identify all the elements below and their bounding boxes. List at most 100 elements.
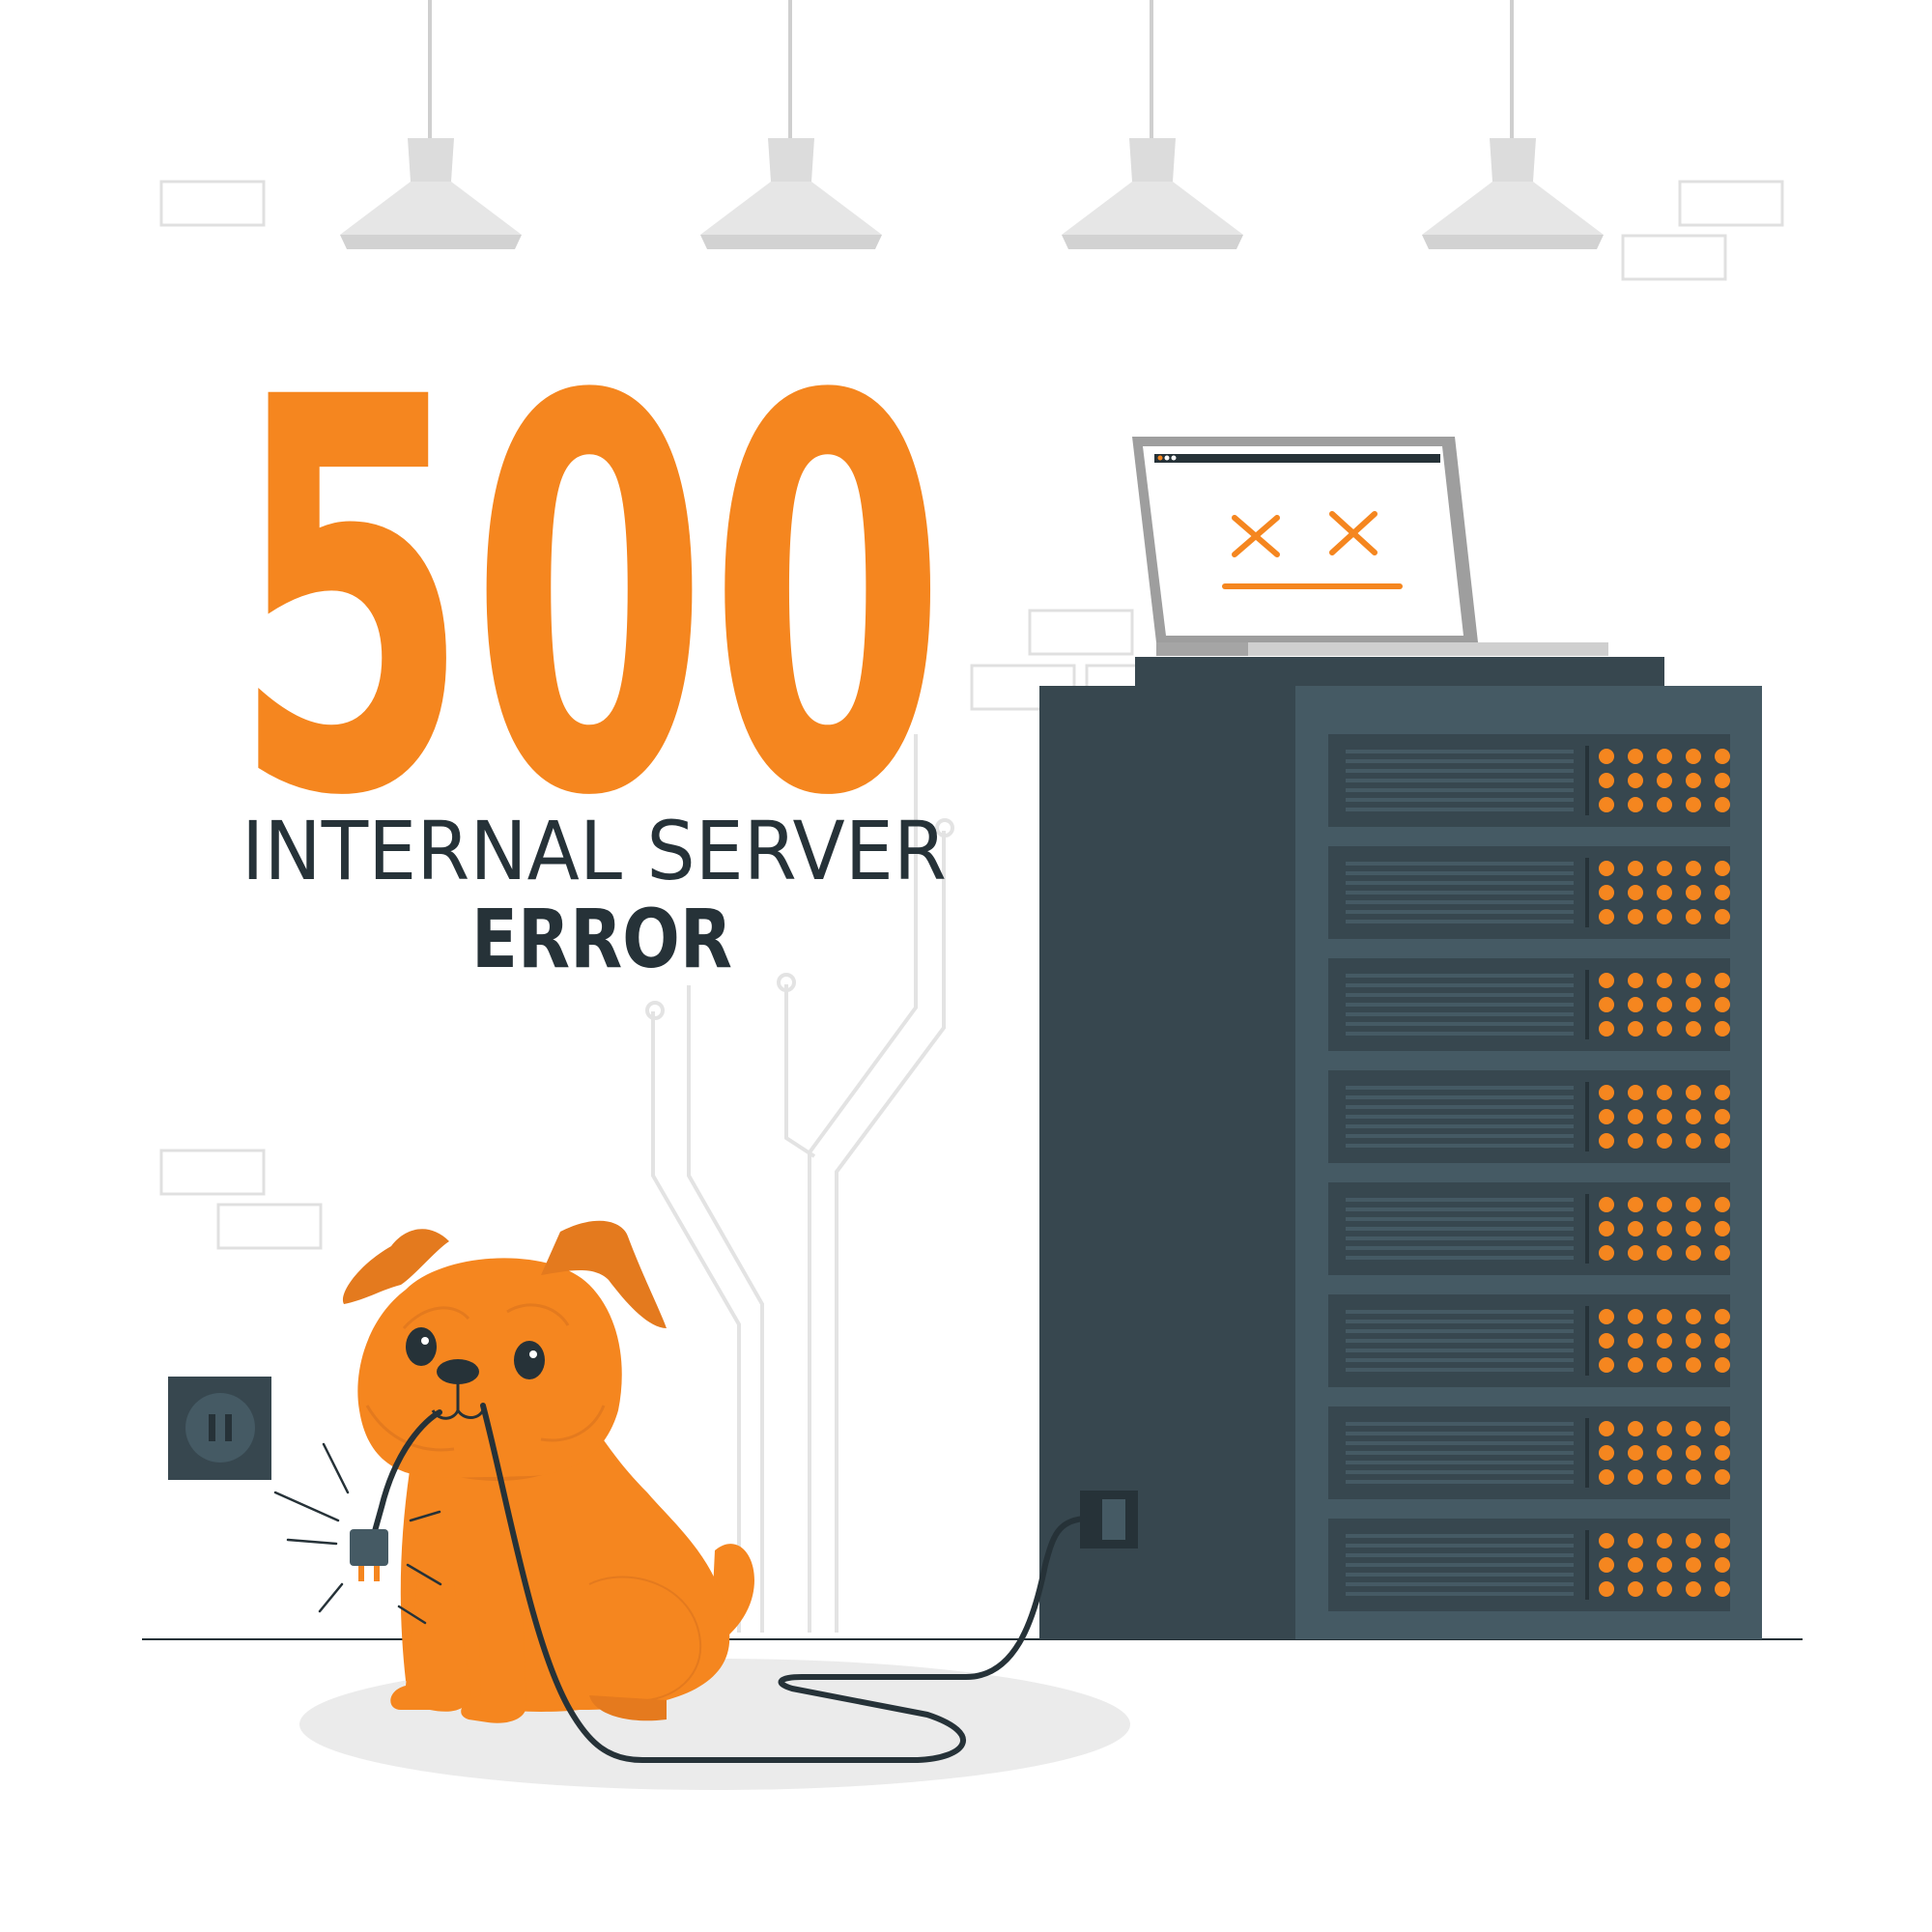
status-light xyxy=(1628,1133,1643,1149)
status-light xyxy=(1657,1581,1672,1597)
server-unit xyxy=(1328,1070,1730,1163)
status-light xyxy=(1657,749,1672,764)
status-light xyxy=(1657,1021,1672,1037)
vent-line xyxy=(1346,1461,1574,1464)
vent-line xyxy=(1346,808,1574,811)
server-unit xyxy=(1328,1294,1730,1387)
vent-line xyxy=(1346,1227,1574,1231)
status-light xyxy=(1628,861,1643,876)
status-light xyxy=(1599,1557,1614,1573)
vent-line xyxy=(1346,1144,1574,1148)
vent-line xyxy=(1346,900,1574,904)
status-light xyxy=(1715,1109,1730,1124)
status-light xyxy=(1628,1357,1643,1373)
vent-line xyxy=(1346,1563,1574,1567)
puppy-haunch xyxy=(588,1576,702,1702)
error-code: 500 xyxy=(232,285,947,915)
vent-line xyxy=(1346,1256,1574,1260)
circuit-lines xyxy=(645,734,954,1633)
status-light xyxy=(1657,1221,1672,1236)
status-light xyxy=(1599,1309,1614,1324)
power-plug-icon xyxy=(350,1529,388,1581)
status-light xyxy=(1628,1109,1643,1124)
vent-line xyxy=(1346,1470,1574,1474)
vent-line xyxy=(1346,1480,1574,1484)
status-light xyxy=(1599,797,1614,812)
status-light xyxy=(1599,885,1614,900)
status-light xyxy=(1599,773,1614,788)
vent-line xyxy=(1346,1012,1574,1016)
status-light xyxy=(1686,1533,1701,1548)
power-cable xyxy=(372,1403,1087,1763)
puppy-nose xyxy=(437,1359,479,1384)
vent-line xyxy=(1346,910,1574,914)
vent-line xyxy=(1346,1582,1574,1586)
status-light xyxy=(1686,1333,1701,1349)
status-light xyxy=(1628,997,1643,1012)
status-light xyxy=(1715,1469,1730,1485)
status-light xyxy=(1657,1085,1672,1100)
vent-line xyxy=(1346,993,1574,997)
status-light xyxy=(1599,973,1614,988)
vent-line xyxy=(1346,1124,1574,1128)
ceiling-lamp-icon xyxy=(700,0,882,249)
status-light xyxy=(1686,1085,1701,1100)
puppy-cheek-fold xyxy=(540,1405,606,1442)
status-light xyxy=(1657,773,1672,788)
status-light xyxy=(1628,1245,1643,1261)
status-light xyxy=(1715,773,1730,788)
ceiling-lamp-icon xyxy=(1422,0,1604,249)
status-light xyxy=(1599,1581,1614,1597)
vent-line xyxy=(1346,759,1574,763)
vent-line xyxy=(1346,798,1574,802)
status-light xyxy=(1686,1581,1701,1597)
status-light xyxy=(1686,973,1701,988)
status-light xyxy=(1599,1021,1614,1037)
status-light xyxy=(1657,797,1672,812)
status-light xyxy=(1657,1445,1672,1461)
status-light xyxy=(1686,1357,1701,1373)
vent-line xyxy=(1346,983,1574,987)
status-light xyxy=(1599,1245,1614,1261)
vent-line xyxy=(1346,1086,1574,1090)
vent-line xyxy=(1346,1358,1574,1362)
status-light xyxy=(1657,1533,1672,1548)
vent-line xyxy=(1346,1432,1574,1435)
status-light xyxy=(1715,1581,1730,1597)
status-light xyxy=(1628,1445,1643,1461)
status-light xyxy=(1599,1469,1614,1485)
vent-line xyxy=(1346,1592,1574,1596)
status-light xyxy=(1599,1533,1614,1548)
puppy-ear-left xyxy=(342,1229,449,1304)
status-light xyxy=(1715,1133,1730,1149)
vent-line xyxy=(1346,1441,1574,1445)
status-light xyxy=(1686,1021,1701,1037)
vent-line xyxy=(1346,891,1574,895)
status-light xyxy=(1599,1357,1614,1373)
vent-line xyxy=(1346,1217,1574,1221)
vent-line xyxy=(1346,779,1574,782)
vent-line xyxy=(1346,1329,1574,1333)
status-light xyxy=(1715,1309,1730,1324)
puppy xyxy=(342,1220,754,1723)
status-light xyxy=(1599,1197,1614,1212)
error-title-line2: ERROR xyxy=(471,892,732,986)
status-light xyxy=(1686,1133,1701,1149)
vent-line xyxy=(1346,881,1574,885)
server-socket-icon xyxy=(1080,1491,1138,1548)
puppy-front-leg-right xyxy=(461,1584,526,1723)
vent-line xyxy=(1346,1105,1574,1109)
status-light xyxy=(1715,1445,1730,1461)
puppy-eye-left xyxy=(406,1327,437,1366)
status-light xyxy=(1686,885,1701,900)
status-light xyxy=(1715,1245,1730,1261)
puppy-ear-right xyxy=(541,1220,667,1328)
status-light xyxy=(1628,1021,1643,1037)
status-light xyxy=(1657,861,1672,876)
status-light xyxy=(1599,749,1614,764)
status-light xyxy=(1715,909,1730,924)
status-light xyxy=(1715,1357,1730,1373)
vent-line xyxy=(1346,1349,1574,1352)
status-light xyxy=(1715,1557,1730,1573)
